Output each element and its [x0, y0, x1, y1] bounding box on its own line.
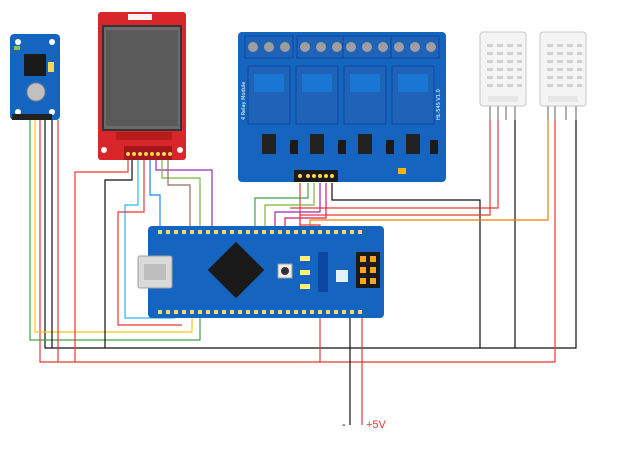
relay-in3-wire [274, 183, 321, 228]
tft-dc-wire [149, 160, 161, 228]
tft-rst-wire [117, 160, 182, 326]
relay-in1-wire [254, 183, 309, 228]
nano-top-pins [158, 230, 362, 234]
tft-mosi-wire [155, 160, 213, 228]
mount-hole-icon [15, 109, 21, 115]
screw-terminals [244, 35, 440, 59]
tft-cs-wire [124, 160, 175, 319]
dht-sensor-1 [479, 31, 527, 120]
relay-pin-header [294, 170, 338, 182]
mount-hole-icon [49, 39, 55, 45]
vcc-label: +5V [366, 419, 387, 431]
icsp-header [356, 252, 380, 288]
dht1-data-wire [290, 120, 499, 209]
screw-icon [264, 42, 274, 52]
arduino-nano [137, 226, 384, 318]
coin-battery-icon [26, 82, 46, 102]
wires [29, 120, 577, 425]
dht2-data-wire [309, 120, 549, 228]
tft-gnd-wire [104, 160, 133, 348]
screw-icon [332, 42, 342, 52]
screw-icon [248, 42, 258, 52]
relay-in2-wire [264, 183, 315, 228]
relay-gnd-wire [331, 183, 481, 348]
nano-bottom-pins [158, 310, 362, 314]
tft-sck-wire [161, 160, 201, 228]
dht1-vcc-wire [299, 120, 491, 228]
screw-icon [316, 42, 326, 52]
screw-icon [362, 42, 372, 52]
relay-model-label: HL-54S V1.0 [436, 89, 442, 120]
relay-module: 4 Relay Module HL-54S V1.0 [238, 32, 446, 182]
screw-icon [280, 42, 290, 52]
mount-hole-icon [49, 109, 55, 115]
tft-vcc-wire [74, 160, 129, 362]
relay-in4-wire [284, 183, 327, 228]
screw-icon [394, 42, 404, 52]
tft-led-wire [167, 160, 191, 228]
relays [247, 65, 435, 125]
rtc-scl-wire [29, 120, 201, 341]
gnd-rail-wire [44, 120, 577, 349]
nano-logo-icon [336, 270, 348, 282]
rtc-module [10, 34, 60, 120]
dht-sensor-2 [539, 31, 587, 120]
screw-icon [378, 42, 388, 52]
relay-label: 4 Relay Module [241, 82, 247, 120]
rtc-chip-icon [24, 54, 46, 76]
tft-pin-header [124, 146, 172, 160]
screw-icon [346, 42, 356, 52]
tft-display [98, 12, 186, 160]
screw-icon [300, 42, 310, 52]
mcu-chip-icon [207, 241, 265, 299]
screw-icon [410, 42, 420, 52]
vcc-rail-wire [39, 120, 556, 363]
rtc-sda-wire [34, 120, 193, 333]
gnd-label: - [342, 419, 346, 431]
mount-hole-icon [15, 39, 21, 45]
screw-icon [426, 42, 436, 52]
